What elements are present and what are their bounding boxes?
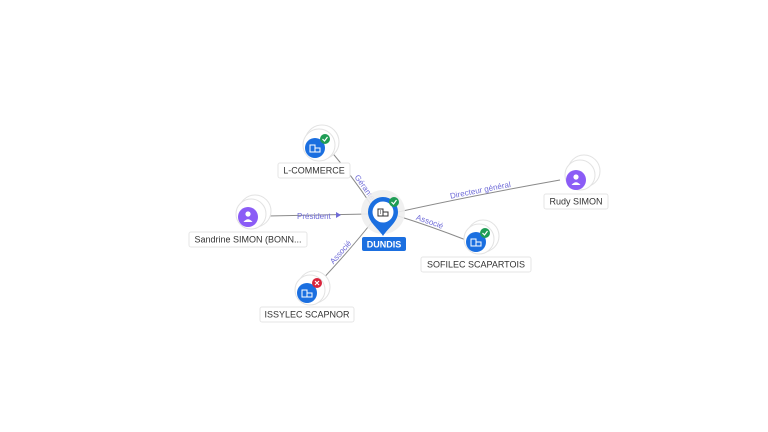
- svg-text:Directeur général: Directeur général: [449, 180, 511, 201]
- edge-issylec: Associé: [317, 221, 373, 285]
- edge-arrow: [336, 212, 341, 218]
- edge-label: Associé: [415, 213, 445, 231]
- node-sofilec[interactable]: SOFILEC SCAPARTOIS: [420, 219, 532, 273]
- node-label: SOFILEC SCAPARTOIS: [427, 260, 525, 270]
- node-label: Rudy SIMON: [549, 197, 602, 207]
- status-ok-icon: [320, 134, 330, 144]
- person-avatar: [238, 207, 258, 227]
- node-label: L-COMMERCE: [283, 166, 345, 176]
- building-icon: [470, 238, 482, 247]
- node-lcommerce[interactable]: L-COMMERCE: [277, 124, 351, 179]
- person-icon: [571, 174, 581, 185]
- edge-label: Associé: [328, 238, 354, 265]
- status-ok-icon: [389, 197, 399, 207]
- node-label: ISSYLEC SCAPNOR: [264, 310, 350, 320]
- node-label: Sandrine SIMON (BONN...: [194, 235, 301, 245]
- svg-text:Associé: Associé: [415, 213, 445, 231]
- center-node[interactable]: DUNDIS: [361, 190, 406, 251]
- person-icon: [243, 211, 253, 222]
- building-icon: [301, 289, 313, 298]
- edge-label: Président: [297, 212, 332, 221]
- node-sandrine[interactable]: Sandrine SIMON (BONN...: [188, 194, 308, 248]
- edge-rudy: Directeur général: [397, 179, 561, 213]
- node-rudy[interactable]: Rudy SIMON: [543, 154, 609, 210]
- edge-sandrine: Président: [267, 212, 369, 221]
- svg-text:Associé: Associé: [328, 238, 354, 265]
- center-label: DUNDIS: [367, 240, 402, 250]
- status-ok-icon: [480, 228, 490, 238]
- node-issylec[interactable]: ISSYLEC SCAPNOR: [259, 270, 355, 323]
- building-icon: [309, 144, 321, 153]
- person-avatar: [566, 170, 586, 190]
- edge-label: Directeur général: [449, 180, 511, 201]
- building-icon: [377, 208, 389, 217]
- edge-sofilec: Associé: [397, 213, 467, 241]
